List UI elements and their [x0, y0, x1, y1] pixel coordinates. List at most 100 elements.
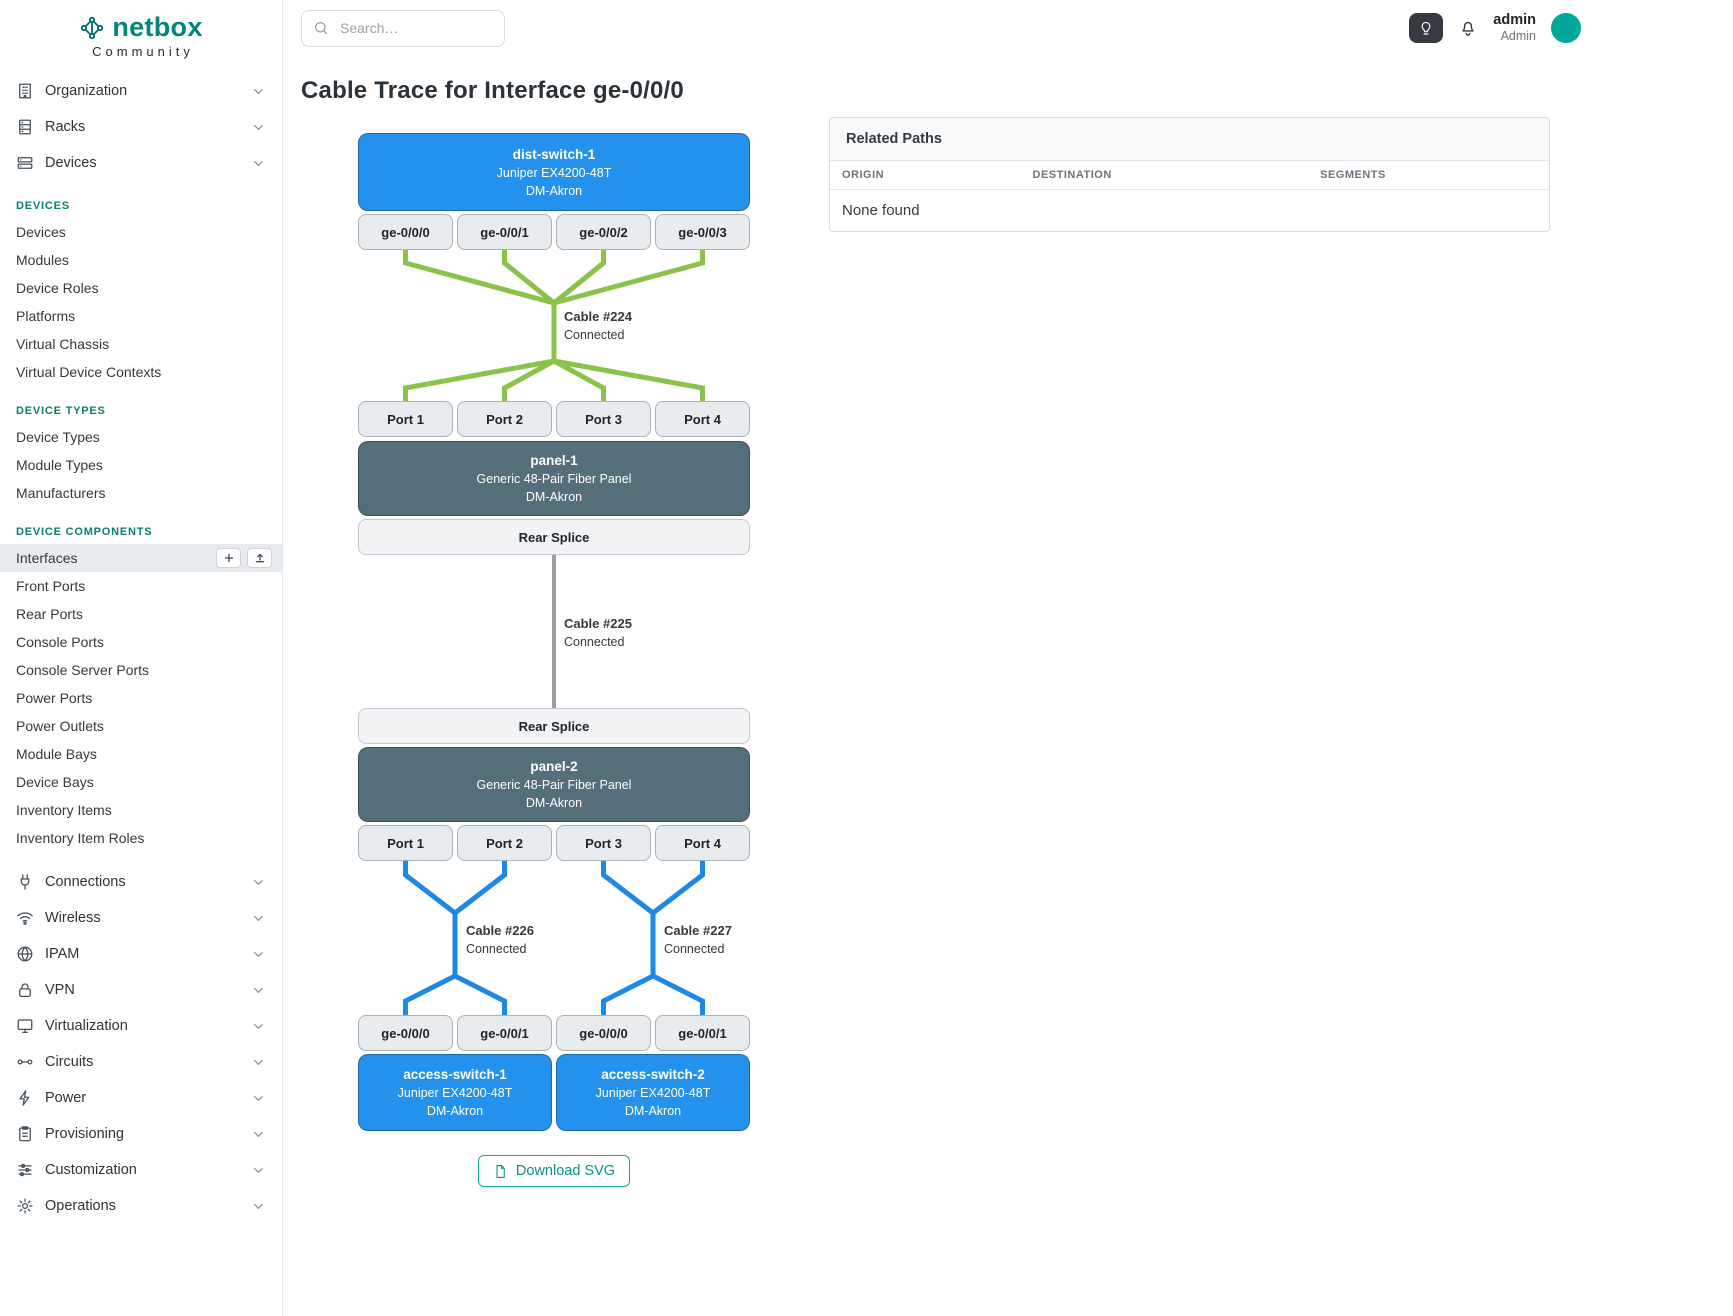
sidebar-group-devices[interactable]: Devices [0, 145, 282, 181]
upload-icon [254, 552, 266, 564]
interface-node[interactable]: ge-0/0/1 [457, 1015, 552, 1051]
sidebar-group-organization[interactable]: Organization [0, 73, 282, 109]
user-menu[interactable]: admin Admin [1493, 12, 1536, 44]
username: admin [1493, 12, 1536, 29]
plus-icon [223, 552, 235, 564]
sidebar: netbox Community Organization Racks Devi… [0, 0, 283, 1316]
bolt-icon [16, 1089, 34, 1107]
sidebar-item-interfaces[interactable]: Interfaces [0, 544, 282, 572]
clipboard-icon [16, 1125, 34, 1143]
sidebar-item-power-ports[interactable]: Power Ports [16, 690, 93, 706]
cable-line [650, 861, 705, 1015]
sidebar-item-virtual-chassis[interactable]: Virtual Chassis [16, 336, 110, 352]
chevron-down-icon [251, 120, 266, 135]
sidebar-item-devices[interactable]: Devices [16, 224, 66, 240]
front-port-node[interactable]: Port 1 [358, 401, 453, 437]
sidebar-item-power-outlets[interactable]: Power Outlets [16, 718, 104, 734]
section-title-device-components: DEVICE COMPONENTS [16, 526, 153, 538]
sidebar-group-connections[interactable]: Connections [0, 864, 282, 900]
sidebar-item-rear-ports[interactable]: Rear Ports [16, 606, 83, 622]
sidebar-group-ipam[interactable]: IPAM [0, 936, 282, 972]
front-port-node[interactable]: Port 4 [655, 401, 750, 437]
interface-node[interactable]: ge-0/0/3 [655, 214, 750, 250]
sidebar-item-modules[interactable]: Modules [16, 252, 69, 268]
sidebar-item-console-ports[interactable]: Console Ports [16, 634, 104, 650]
sidebar-group-operations[interactable]: Operations [0, 1188, 282, 1224]
related-paths-card: Related Paths ORIGIN DESTINATION SEGMENT… [829, 117, 1550, 232]
add-button[interactable] [216, 548, 241, 568]
sidebar-item-device-bays[interactable]: Device Bays [16, 774, 94, 790]
sidebar-group-vpn[interactable]: VPN [0, 972, 282, 1008]
front-port-node[interactable]: Port 4 [655, 825, 750, 861]
cable-line [403, 861, 458, 1015]
search-box[interactable] [301, 9, 505, 47]
interface-node[interactable]: ge-0/0/1 [457, 214, 552, 250]
device-node-access-switch-1[interactable]: access-switch-1 Juniper EX4200-48T DM-Ak… [358, 1054, 552, 1131]
cable-label-225[interactable]: Cable #225 Connected [564, 616, 632, 649]
interface-node[interactable]: ge-0/0/2 [556, 214, 651, 250]
sidebar-item-console-server-ports[interactable]: Console Server Ports [16, 662, 150, 678]
sidebar-item-inventory-items[interactable]: Inventory Items [16, 802, 112, 818]
interface-node[interactable]: ge-0/0/1 [655, 1015, 750, 1051]
front-port-node[interactable]: Port 1 [358, 825, 453, 861]
avatar[interactable] [1551, 12, 1581, 43]
chevron-down-icon [251, 947, 266, 962]
sidebar-item-device-roles[interactable]: Device Roles [16, 280, 99, 296]
sidebar-item-device-types[interactable]: Device Types [16, 429, 100, 445]
chevron-down-icon [251, 1055, 266, 1070]
gear-icon [16, 1197, 34, 1215]
interface-node[interactable]: ge-0/0/0 [358, 1015, 453, 1051]
cable-label-226[interactable]: Cable #226 Connected [466, 923, 534, 956]
sidebar-group-racks[interactable]: Racks [0, 109, 282, 145]
file-icon [493, 1164, 508, 1179]
download-svg-button[interactable]: Download SVG [477, 1155, 631, 1187]
notifications-button[interactable] [1458, 18, 1478, 38]
sidebar-item-inventory-item-roles[interactable]: Inventory Item Roles [16, 830, 145, 846]
sidebar-group-virtualization[interactable]: Virtualization [0, 1008, 282, 1044]
sidebar-item-front-ports[interactable]: Front Ports [16, 578, 86, 594]
chevron-down-icon [251, 983, 266, 998]
device-node-panel-1[interactable]: panel-1 Generic 48-Pair Fiber Panel DM-A… [358, 441, 750, 516]
cable-status: Connected [664, 942, 725, 956]
sidebar-nav: Organization Racks Devices DEVICES Devic… [0, 73, 282, 1224]
circuit-icon [16, 1053, 34, 1071]
device-node-panel-2[interactable]: panel-2 Generic 48-Pair Fiber Panel DM-A… [358, 747, 750, 822]
sidebar-group-wireless[interactable]: Wireless [0, 900, 282, 936]
sidebar-group-customization[interactable]: Customization [0, 1152, 282, 1188]
front-port-node[interactable]: Port 3 [556, 825, 651, 861]
search-input[interactable] [338, 19, 493, 37]
table-row: None found [830, 190, 1549, 232]
rear-splice-node[interactable]: Rear Splice [358, 708, 750, 744]
cable-line [551, 250, 705, 401]
sidebar-item-manufacturers[interactable]: Manufacturers [16, 485, 106, 501]
cable-label-227[interactable]: Cable #227 Connected [664, 923, 732, 956]
sidebar-item-platforms[interactable]: Platforms [16, 308, 76, 324]
device-node-access-switch-2[interactable]: access-switch-2 Juniper EX4200-48T DM-Ak… [556, 1054, 750, 1131]
device-node-dist-switch-1[interactable]: dist-switch-1 Juniper EX4200-48T DM-Akro… [358, 133, 750, 211]
sidebar-item-virtual-device-contexts[interactable]: Virtual Device Contexts [16, 364, 162, 380]
rear-splice-node[interactable]: Rear Splice [358, 519, 750, 555]
empty-message: None found [842, 202, 920, 219]
sidebar-item-module-bays[interactable]: Module Bays [16, 746, 97, 762]
sidebar-group-circuits[interactable]: Circuits [0, 1044, 282, 1080]
cable-status: Connected [466, 942, 527, 956]
netbox-logo[interactable]: netbox Community [0, 0, 282, 65]
sidebar-item-module-types[interactable]: Module Types [16, 457, 103, 473]
chevron-down-icon [251, 911, 266, 926]
front-port-node[interactable]: Port 2 [457, 825, 552, 861]
cable-line [452, 861, 507, 1015]
cable-label-224[interactable]: Cable #224 Connected [564, 309, 632, 342]
import-button[interactable] [247, 548, 272, 568]
interface-node[interactable]: ge-0/0/0 [358, 214, 453, 250]
sidebar-group-power[interactable]: Power [0, 1080, 282, 1116]
page-title: Cable Trace for Interface ge-0/0/0 [301, 77, 684, 104]
cable-line [403, 250, 557, 401]
brand-name: netbox [112, 12, 203, 42]
front-port-node[interactable]: Port 3 [556, 401, 651, 437]
front-port-node[interactable]: Port 2 [457, 401, 552, 437]
sidebar-group-provisioning[interactable]: Provisioning [0, 1116, 282, 1152]
chevron-down-icon [251, 1199, 266, 1214]
theme-toggle-button[interactable] [1409, 12, 1444, 43]
interface-node[interactable]: ge-0/0/0 [556, 1015, 651, 1051]
cable-trace-diagram: dist-switch-1 Juniper EX4200-48T DM-Akro… [301, 105, 829, 1187]
